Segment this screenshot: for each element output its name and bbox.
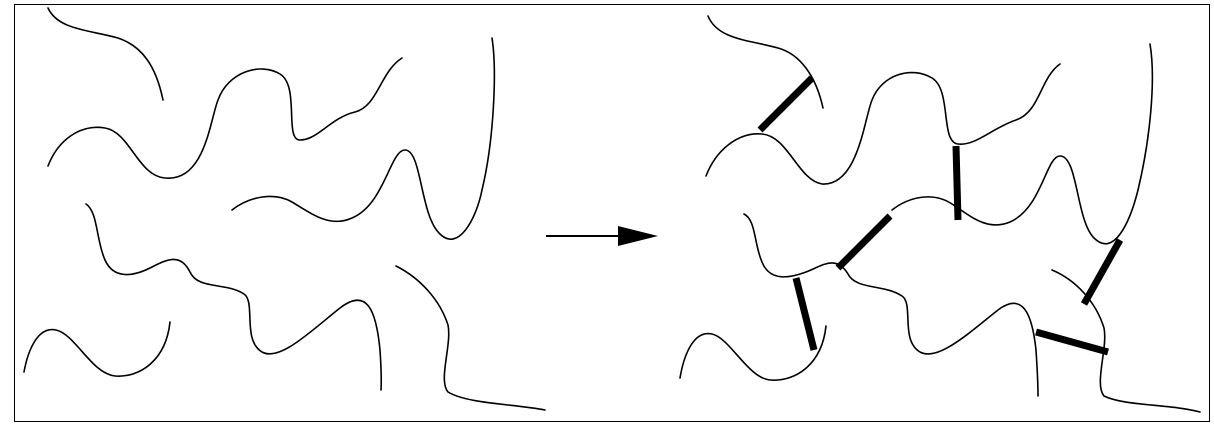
uncrosslinked-polymer-chains: [24, 8, 545, 410]
polymer-chain: [708, 16, 823, 108]
polymer-chain: [396, 266, 545, 410]
polymer-chain: [86, 204, 381, 390]
crosslink-bond: [1036, 332, 1108, 352]
polymer-chain: [680, 326, 826, 380]
right-arrow-icon: [546, 226, 658, 246]
polymer-chain: [48, 8, 163, 100]
crosslinks: [760, 78, 1120, 352]
polymer-chain: [48, 58, 402, 178]
polymer-chain: [24, 322, 170, 376]
crosslink-bond: [760, 78, 812, 130]
crosslink-bond: [1084, 240, 1120, 304]
polymer-chain: [744, 214, 1038, 396]
polymer-chain: [892, 44, 1152, 244]
polymer-chain: [706, 64, 1060, 184]
network-chains: [680, 16, 1200, 412]
crosslink-bond: [956, 146, 958, 220]
crosslink-bond: [838, 216, 890, 268]
polymer-chain: [232, 38, 494, 239]
crosslinked-polymer-network: [680, 16, 1200, 412]
crosslink-bond: [796, 278, 814, 350]
